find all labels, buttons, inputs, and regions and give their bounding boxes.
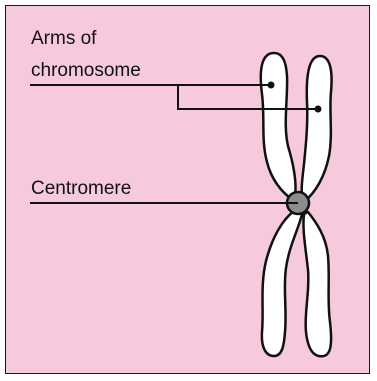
centromere-label: Centromere [31,178,131,199]
diagram-frame: Arms of chromosome Centromere [5,5,370,374]
arms-label-line1: Arms of [31,28,97,49]
arms-leader-dot-right [315,106,322,113]
arms-leader-dot-left [268,82,275,89]
chromosome-diagram: Arms of chromosome Centromere [6,6,370,374]
arms-label-line2: chromosome [31,60,141,81]
